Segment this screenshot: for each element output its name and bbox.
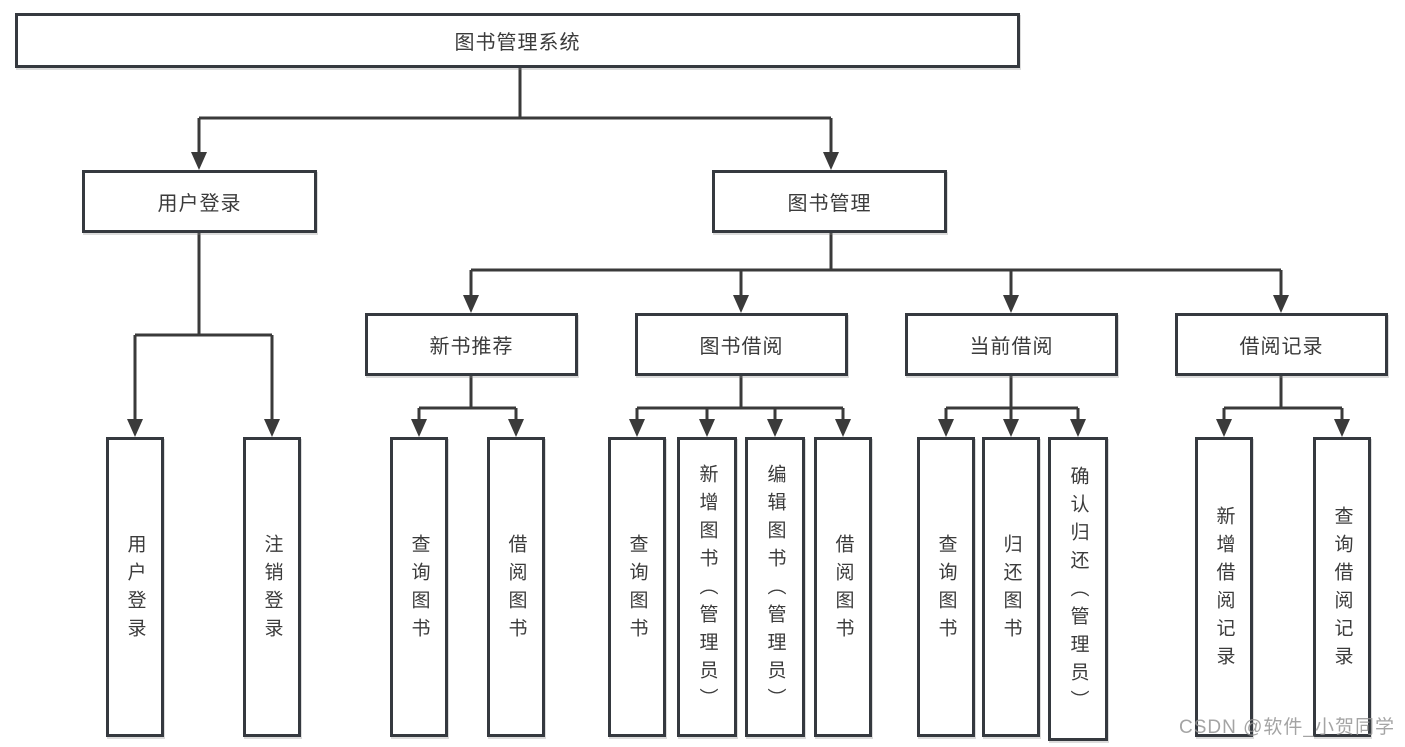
leaf-current-confirm-return-admin: 确认归还（管理员） [1048,437,1108,741]
leaf-current-return-books: 归还图书 [982,437,1040,737]
connector-shafts [133,68,1344,424]
leaf-records-query-record: 查询借阅记录 [1313,437,1371,737]
node-current-borrowing: 当前借阅 [905,313,1118,376]
node-new-book-recommend: 新书推荐 [365,313,578,376]
node-book-management: 图书管理 [712,170,947,233]
leaf-borrowing-borrow-books: 借阅图书 [814,437,872,737]
leaf-user-login: 用户登录 [106,437,164,737]
node-book-borrowing: 图书借阅 [635,313,848,376]
node-borrow-records: 借阅记录 [1175,313,1388,376]
leaf-logout: 注销登录 [243,437,301,737]
node-root-system: 图书管理系统 [15,13,1020,68]
leaf-borrowing-edit-book-admin: 编辑图书（管理员） [745,437,805,737]
node-user-login: 用户登录 [82,170,317,233]
leaf-records-add-record: 新增借阅记录 [1195,437,1253,737]
leaf-borrowing-query-books: 查询图书 [608,437,666,737]
leaf-newbooks-query-books: 查询图书 [390,437,448,737]
leaf-borrowing-add-book-admin: 新增图书（管理员） [677,437,737,737]
csdn-watermark: CSDN @软件_小贺同学 [1179,717,1395,738]
leaf-newbooks-borrow-books: 借阅图书 [487,437,545,737]
leaf-current-query-books: 查询图书 [917,437,975,737]
